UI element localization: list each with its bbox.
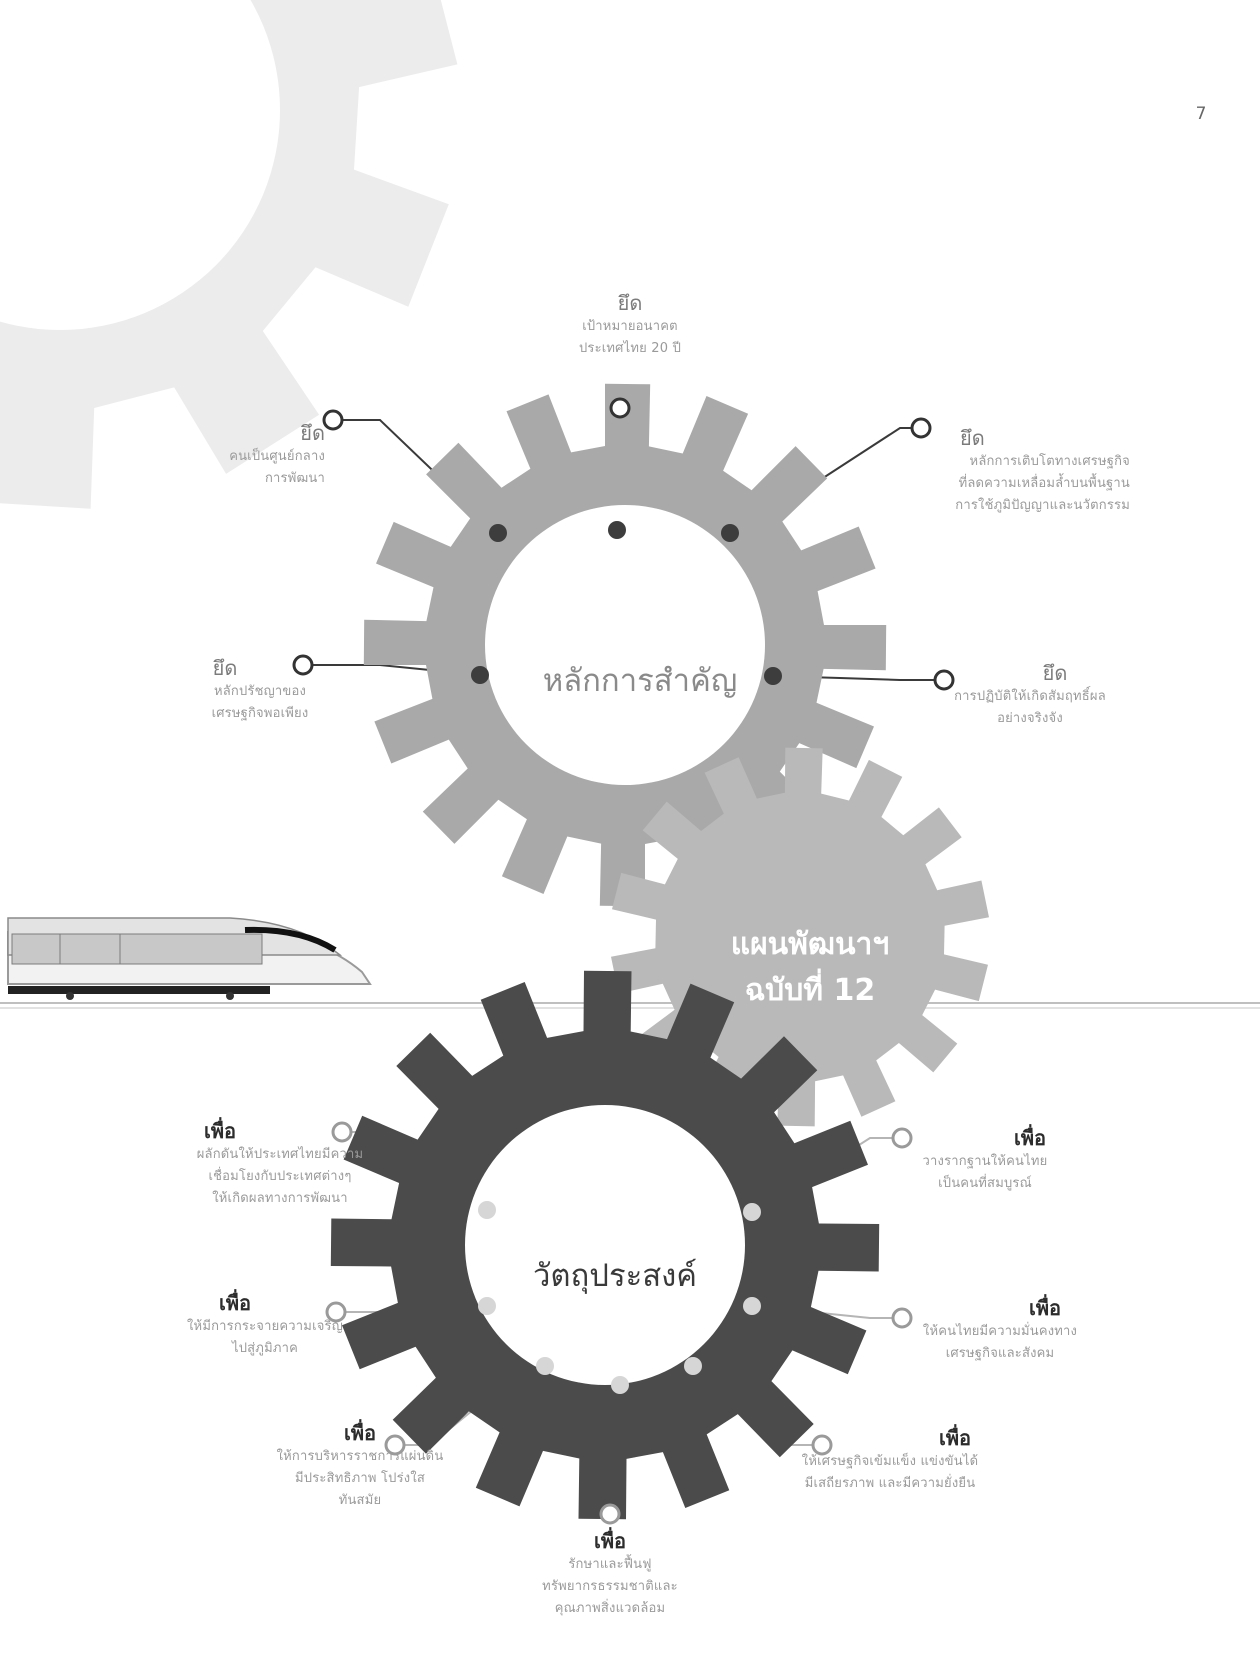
principles-gear [363,383,887,907]
principle-desc-line: การพัฒนา [264,471,325,486]
principle-head: ยึด [1042,661,1068,685]
connector-dot-4 [743,1297,761,1315]
objective-node-5: เพื่อ ให้การบริหารราชการแผ่นดิน มีประสิท… [220,1420,500,1512]
principle-desc-line: อย่างจริงจัง [997,711,1063,726]
principle-desc-line: ประเทศไทย 20 ปี [578,341,682,356]
objective-desc-line: เศรษฐกิจและสังคม [945,1346,1055,1361]
principle-node-3: ยึด หลักการเติบโตทางเศรษฐกิจ ที่ลดความเห… [860,425,1130,517]
principle-desc-line: เศรษฐกิจพอเพียง [211,706,309,721]
connector-dot-2 [743,1203,761,1221]
principle-node-4: ยึด หลักปรัชญาของ เศรษฐกิจพอเพียง [120,655,400,725]
connector-dot-3 [721,524,739,542]
objective-node-7: เพื่อ รักษาและฟื้นฟู ทรัพยากรธรรมชาติและ… [480,1528,740,1620]
objective-node-3: เพื่อ ให้มีการกระจายความเจริญ ไปสู่ภูมิภ… [130,1290,400,1360]
principle-desc-line: ที่ลดความเหลื่อมล้ำบนพื้นฐาน [958,476,1130,491]
objective-desc-line: ไปสู่ภูมิภาค [231,1341,299,1356]
connector-ring-4 [891,1307,913,1329]
connector-dot-4 [471,666,489,684]
train-illustration [7,917,372,1000]
plan-title: แผนพัฒนาฯ ฉบับที่ 12 [675,922,945,1014]
connector-ring-2 [891,1127,913,1149]
connector-dot-6 [684,1357,702,1375]
principles-connector-ends [292,397,955,691]
connector-ring-3 [325,1301,347,1323]
principle-node-5: ยึด การปฏิบัติให้เกิดสัมฤทธิ์ผล อย่างจริ… [880,660,1180,730]
connector-ring-7 [599,1503,621,1525]
watermark-gear-center [0,0,280,330]
objective-desc-line: เป็นคนที่สมบูรณ์ [938,1176,1032,1191]
objective-desc-line: มีประสิทธิภาพ โปร่งใส [294,1471,426,1486]
objective-head: เพื่อ [593,1529,627,1553]
connector-dot-1 [608,521,626,539]
principle-head: ยึด [300,421,325,445]
principle-desc-line: เป้าหมายอนาคต [582,319,678,334]
objective-desc-line: ทรัพยากรธรรมชาติและ [542,1579,678,1594]
objective-node-1: เพื่อ ผลักดันให้ประเทศไทยมีความ เชื่อมโย… [130,1118,430,1210]
objective-node-4: เพื่อ ให้คนไทยมีความมั่นคงทาง เศรษฐกิจแล… [850,1295,1150,1365]
principle-desc-line: หลักปรัชญาของ [213,684,307,699]
principle-node-2: ยึด คนเป็นศูนย์กลาง การพัฒนา [55,420,325,490]
connector-dot-5 [764,667,782,685]
objective-desc-line: วางรากฐานให้คนไทย [922,1154,1048,1169]
plan-title-line2: ฉบับที่ 12 [744,973,876,1008]
page-number: 7 [1195,104,1207,124]
objective-desc-line: เชื่อมโยงกับประเทศต่างๆ [208,1169,352,1184]
connector-ring-6 [811,1434,833,1456]
objectives-connector-ends [325,1121,913,1525]
connector-dot-3 [478,1297,496,1315]
objective-head: เพื่อ [1028,1296,1062,1320]
connector-dot-1 [478,1201,496,1219]
principle-head: ยึด [212,656,238,680]
principle-desc-line: หลักการเติบโตทางเศรษฐกิจ [969,454,1130,469]
principles-gear-center [485,505,765,785]
objectives-gear-center [465,1105,745,1385]
connector-dot-7 [611,1376,629,1394]
connector-ring-5 [384,1434,406,1456]
objective-head: เพื่อ [343,1421,377,1445]
objectives-hub-label: วัตถุประสงค์ [532,1258,698,1294]
objective-head: เพื่อ [938,1426,972,1450]
principle-head: ยึด [960,426,985,450]
principle-node-1: ยึด เป้าหมายอนาคต ประเทศไทย 20 ปี [495,290,765,360]
objective-desc-line: ให้เกิดผลทางการพัฒนา [212,1191,348,1206]
principle-desc-line: การปฏิบัติให้เกิดสัมฤทธิ์ผล [954,689,1106,704]
objective-desc-line: รักษาและฟื้นฟู [568,1557,652,1572]
objective-desc-line: ทันสมัย [338,1493,382,1508]
principle-head: ยึด [617,291,643,315]
objective-desc-line: ให้เศรษฐกิจเข้มแข็ง แข่งขันได้ [801,1454,979,1469]
connector-dot-5 [536,1357,554,1375]
connector-ring-4 [292,654,314,676]
objective-node-6: เพื่อ ให้เศรษฐกิจเข้มแข็ง แข่งขันได้ มีเ… [745,1425,1035,1495]
objective-head: เพื่อ [218,1291,252,1315]
objective-desc-line: ให้คนไทยมีความมั่นคงทาง [922,1324,1078,1339]
objective-desc-line: มีเสถียรภาพ และมีความยั่งยืน [804,1476,976,1491]
objective-desc-line: ให้มีการกระจายความเจริญ [187,1319,343,1334]
objective-desc-line: คุณภาพสิ่งแวดล้อม [554,1601,666,1616]
objective-head: เพื่อ [203,1119,237,1143]
objective-desc-line: ผลักดันให้ประเทศไทยมีความ [196,1147,364,1162]
connector-ring-2 [322,409,344,431]
objective-node-2: เพื่อ วางรากฐานให้คนไทย เป็นคนที่สมบูรณ์ [860,1125,1110,1195]
objectives-gear [330,970,880,1520]
objective-desc-line: ให้การบริหารราชการแผ่นดิน [276,1449,444,1464]
objective-head: เพื่อ [1013,1126,1047,1150]
connector-ring-1 [609,397,631,419]
connector-dot-2 [489,524,507,542]
principles-hub-label: หลักการสำคัญ [542,663,738,699]
principle-desc-line: การใช้ภูมิปัญญาและนวัตกรรม [955,498,1130,513]
plan-title-line1: แผนพัฒนาฯ [730,927,890,962]
connector-ring-3 [910,417,932,439]
watermark-gear [0,0,458,509]
connector-ring-5 [933,669,955,691]
connector-ring-1 [331,1121,353,1143]
principle-desc-line: คนเป็นศูนย์กลาง [229,449,325,464]
